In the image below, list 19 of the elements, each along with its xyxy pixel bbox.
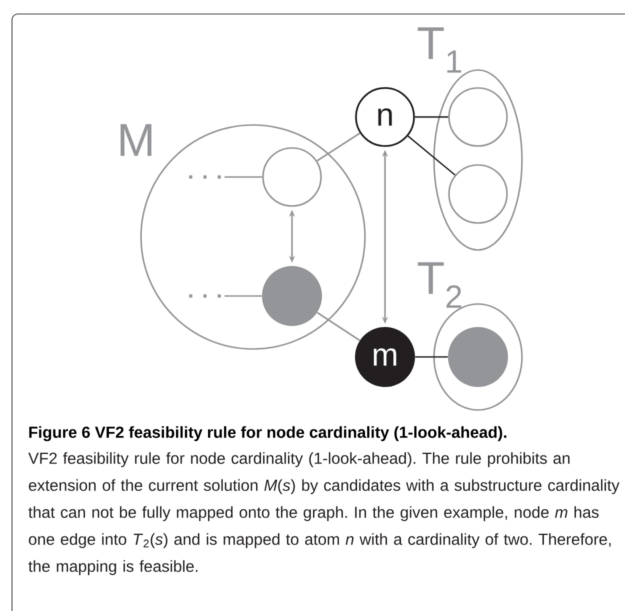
figure-title: Figure 6 VF2 feasibility rule for node cardinality (1-look-ahead).	[29, 426, 506, 442]
circle-outline	[448, 87, 508, 147]
connector-line	[224, 176, 262, 178]
set-label: T$_{2}$	[418, 262, 462, 308]
circle-outline	[262, 147, 322, 207]
circle-outline	[448, 164, 508, 224]
connector-line	[316, 132, 360, 162]
ellipsis: . . .	[189, 294, 221, 298]
connector-line	[316, 312, 360, 342]
connector-line	[408, 136, 456, 176]
set-label: M	[120, 124, 152, 156]
filled-circle	[448, 327, 508, 387]
caption-text: VF2 feasibility rule for node cardinality (1-look-ahead). The rule prohibits an extension of the current solution M(s) by candidates with a substructure cardinality that can not be fully mapped onto the graph. In the given example, node m has one edge into T$_{2}$(s) and is mapped to atom n with a cardinality of two. Therefore, the mapping is feasible.	[28, 452, 620, 576]
filled-circle	[262, 266, 322, 326]
connector-line	[415, 356, 448, 358]
connector-line	[414, 116, 448, 118]
set-label: T$_{1}$	[418, 27, 462, 73]
connector-line	[224, 295, 262, 297]
ellipsis: . . .	[189, 175, 221, 179]
